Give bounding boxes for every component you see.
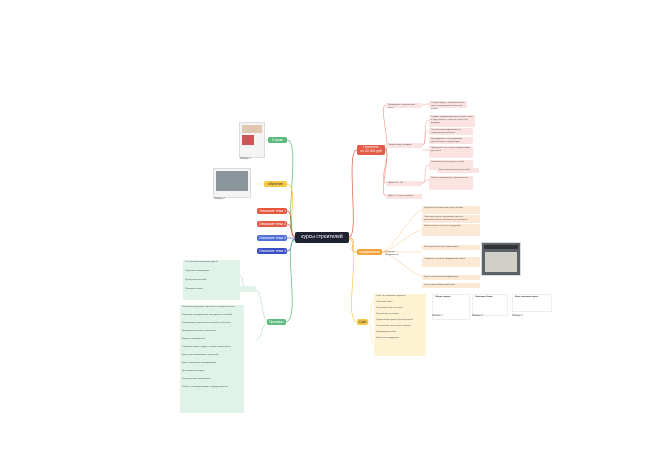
orange-card-4[interactable]: Рассылка писем для подписчиков [422,245,480,250]
orange-card-5[interactable]: Создание статей по продвижению сайта [422,257,480,267]
green-card-7: Курсы для начинающих строителей [182,354,219,356]
thumbnail-image [216,171,248,191]
screenshot-header [484,245,518,249]
yellow-panel-3-title: Блок описания курса [515,296,539,298]
yellow-card-3: Что должно быть на сайте [376,307,403,309]
red-card-6[interactable]: Описание работ, процесса работ [429,160,473,170]
red-card-3[interactable]: Составление информация по строительным р… [429,128,473,135]
yellow-card-block[interactable]: Сайт по ключевым запросам Описание сайта… [374,294,426,356]
red-card-4[interactable]: Руководитель в части дизайна, дорабатыва… [429,137,473,144]
yellow-panel-1-title: Общие задачи [435,296,451,298]
orange-card-7[interactable]: Список дальнейших действий [422,283,480,288]
yellow-panel-3[interactable]: Блок описания курса [512,294,552,312]
thumbnail-left[interactable] [213,168,251,198]
yellow-panel-1[interactable]: Общие задачи [432,294,470,320]
green-card-1: Разработка программ обучения по специаль… [182,306,235,308]
red-card-1[interactable]: Cтавит задачу с наполнением на тексте ка… [429,101,467,110]
yellow-card-2: Описание сайта [376,301,393,303]
branch-mid-2[interactable]: Описание тема 2 [257,221,287,227]
green-connector-card [240,286,256,292]
green-card-4: Проведение итоговых экзаменов [182,330,216,332]
red-card-7[interactable]: Рассылка писем по базе email [437,168,479,173]
thumbnail-image [242,125,262,133]
red-card-8[interactable]: Пишет сценарии для строительства [429,176,473,190]
green-small-block[interactable]: Составление программы курсов Подготовка … [183,260,240,300]
connector-yellow [348,238,358,323]
yellow-card-7: Продвижение сайта [376,331,397,333]
orange-card-3[interactable]: Приглашение в чат для обсуждения [422,224,480,236]
green-card-9: Дистанционные курсы [182,370,205,372]
connector-red [348,149,358,238]
yellow-panel-2-caption: Пример 2 [472,314,483,317]
yellow-card-8: Контакты и поддержка [376,337,399,339]
branch-red-right[interactable]: Перечень по 20 000 руб [357,145,385,155]
red-group-4[interactable]: Курсы 1 Станд. решения [386,194,422,199]
yellow-card-5: Подключение форм обратной связи [376,319,413,321]
yellow-panel-1-caption: Пример 1 [432,314,443,317]
green-card-6: Обучение охране труда и технике безопасн… [182,346,231,348]
red-card-5[interactable]: Предлагает тексты для текущих задач для … [429,146,473,158]
branch-teal-top[interactable]: Строки [268,137,287,143]
root-node[interactable]: курсы строителей [295,232,349,243]
branch-mid-4[interactable]: Описание тема 4 [257,248,287,254]
yellow-panel-2[interactable]: Описание блока [472,294,508,316]
green-card-10: Консультации специалистов [182,378,211,380]
yellow-panel-2-title: Описание блока [475,296,493,298]
orange-card-1[interactable]: Предлагаем конкретные курсы и темы [422,206,480,214]
connector-orange [348,237,358,253]
orange-child[interactable]: Создание — Продвижение [385,251,399,256]
thumbnail-top-caption: Пример 1 [240,157,251,160]
yellow-card-6: Составление текстов для страниц [376,325,411,327]
green-small-1: Составление программы курсов [185,261,218,263]
thumbnail-top[interactable] [239,122,265,158]
orange-card-6[interactable]: Курсы повышения квалификации [422,275,480,280]
branch-green-bottom[interactable]: Примеры [267,319,286,325]
green-card-2: Подготовка методических материалов и пос… [182,314,232,316]
green-small-4: Проверка знаний [185,288,203,290]
red-card-2[interactable]: Создаёт информацию для полного сайта в х… [429,115,475,127]
green-card-5: Выдача сертификатов [182,338,205,340]
yellow-card-1: Сайт по ключевым запросам [376,295,406,297]
screenshot-body [485,252,517,272]
branch-orange-right[interactable]: продвижение [357,249,382,255]
thumbnail-left-caption: Пример 2 [214,197,225,200]
green-card-8: Курсы повышения квалификации [182,362,216,364]
yellow-card-4: Наполнение статьями [376,313,399,315]
green-small-3: Проведение занятий [185,279,207,281]
branch-mid-3[interactable]: Описание тема 3 [257,235,287,241]
orange-screenshot[interactable] [481,242,521,276]
connector-green [284,239,296,323]
red-group-2[interactable]: Техника пред. поводом [386,143,422,148]
branch-mid-1[interactable]: Описание тема 1 [257,208,287,214]
orange-card-2[interactable]: Описание курсов, программы курсов и допо… [422,215,480,223]
connector-mid2 [286,223,296,238]
red-group-1[interactable]: Проведение строительных работ [386,103,422,109]
yellow-panel-3-caption: Пример 3 [512,314,523,317]
thumbnail-image [242,135,254,145]
green-small-2: Подготовка материалов [185,270,210,272]
branch-yellow-right[interactable]: Сайт [357,319,368,325]
green-card-block[interactable]: Разработка программ обучения по специаль… [180,305,244,413]
green-card-3: Организация практических занятий на объе… [182,322,231,324]
branch-yellow-top[interactable]: обучение [264,181,287,187]
green-card-11: Работа с работодателями и трудоустройств… [182,386,228,388]
red-group-3[interactable]: Прием ПО, ПО [386,181,422,186]
